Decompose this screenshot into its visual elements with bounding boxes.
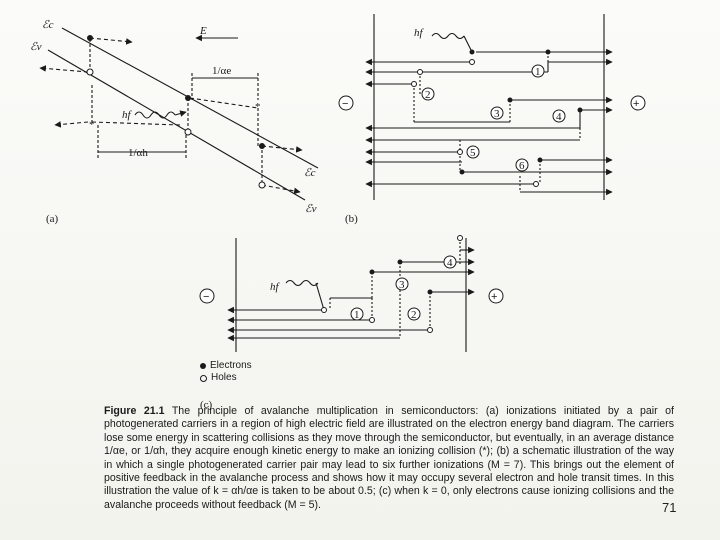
hole-dot-icon — [200, 374, 207, 382]
panel-b-labels: 1 2 3 4 5 6 hf (b) — [345, 27, 562, 225]
c-event-2-label: 2 — [411, 309, 417, 321]
legend-holes: Holes — [200, 372, 252, 384]
event-marker — [421, 87, 435, 101]
field-label: E — [199, 25, 207, 37]
plus-terminal-b: + — [633, 98, 639, 110]
alpha-e-label: 1/αe — [212, 65, 231, 77]
minus-terminal-c: − — [203, 291, 209, 303]
ev-top-label: ℰv — [30, 41, 42, 53]
photon-label-b: hf — [414, 27, 425, 39]
figure-caption: Figure 21.1 The principle of avalanche m… — [104, 405, 674, 512]
panel-b-event-markers — [421, 64, 566, 172]
ec-top-label: ℰc — [42, 19, 54, 31]
electron-dot-icon — [200, 363, 206, 369]
event-5-label: 5 — [470, 147, 476, 159]
panel-c-schematic — [227, 238, 475, 352]
event-4-label: 4 — [556, 111, 562, 123]
panel-a-band-diagram — [39, 27, 319, 201]
hole-dot — [86, 68, 94, 76]
hole-dot — [184, 128, 192, 136]
caption-text: The principle of avalanche multiplicatio… — [104, 405, 674, 511]
panel-c-terminals: − + — [199, 288, 504, 304]
event-marker — [515, 158, 529, 172]
panel-c-event-markers — [350, 255, 457, 321]
plus-terminal-c: + — [491, 291, 497, 303]
legend-electrons-label: Electrons — [210, 360, 252, 371]
panel-a-labels: ℰc ℰv E hf 1/αe 1/αh ℰc ℰv (a) — [30, 19, 317, 225]
electron-dot — [185, 95, 191, 101]
ionizing-collision-mark: * — [89, 119, 95, 131]
c-event-1-label: 1 — [354, 309, 360, 321]
panel-b-carriers — [411, 49, 583, 187]
panel-b-schematic — [365, 14, 613, 200]
legend-electrons: Electrons — [200, 360, 252, 372]
caption-heading: Figure 21.1 — [104, 405, 165, 417]
panel-c-carriers — [321, 235, 463, 333]
electron-dot — [259, 143, 265, 149]
panel-a-carriers: * * — [86, 35, 266, 189]
legend-holes-label: Holes — [211, 372, 237, 383]
event-marker — [531, 64, 545, 78]
event-2-label: 2 — [425, 89, 431, 101]
electron-dot — [87, 35, 93, 41]
panel-b-terminals: − + — [338, 95, 646, 111]
hole-dot — [258, 181, 266, 189]
alpha-h-label: 1/αh — [128, 147, 148, 159]
event-marker — [552, 109, 566, 123]
ionizing-collision-mark: * — [255, 101, 261, 113]
carrier-legend: Electrons Holes — [200, 360, 252, 384]
event-marker — [490, 106, 504, 120]
event-1-label: 1 — [535, 66, 541, 78]
photon-label-a: hf — [122, 109, 133, 121]
photon-label-c: hf — [270, 281, 281, 293]
ev-bottom-label: ℰv — [305, 203, 317, 215]
event-marker — [466, 145, 480, 159]
c-event-4-label: 4 — [447, 257, 453, 269]
panel-a-label: (a) — [46, 213, 59, 225]
panel-c-label: (c) — [200, 399, 213, 411]
ec-bottom-label: ℰc — [304, 167, 316, 179]
page-number: 71 — [662, 500, 677, 515]
event-3-label: 3 — [494, 108, 500, 120]
c-event-3-label: 3 — [399, 279, 405, 291]
minus-terminal-b: − — [342, 98, 348, 110]
panel-c-labels: 1 2 3 4 hf (c) — [200, 257, 453, 411]
event-6-label: 6 — [519, 160, 525, 172]
panel-b-label: (b) — [345, 213, 358, 225]
